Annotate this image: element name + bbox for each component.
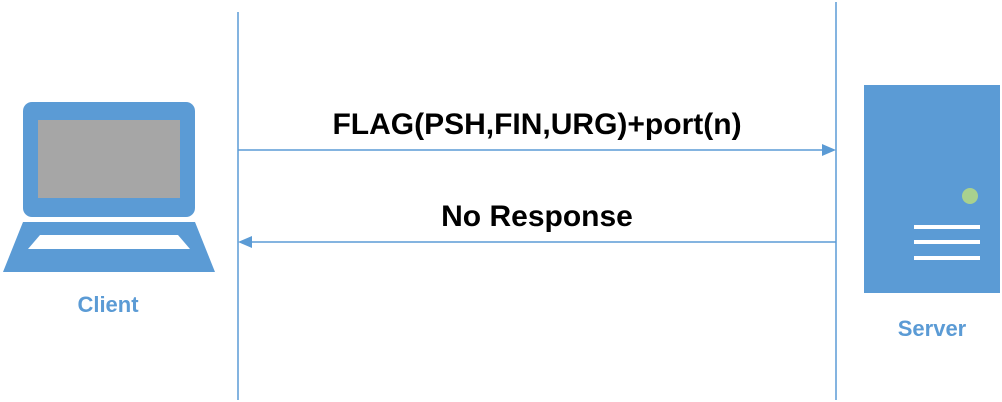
client-label: Client (77, 292, 139, 317)
laptop-icon (3, 102, 215, 272)
response-message-label: No Response (441, 200, 633, 233)
response-arrow (238, 236, 836, 248)
server-label: Server (897, 316, 967, 341)
request-arrow (238, 144, 836, 156)
request-message-label: FLAG(PSH,FIN,URG)+port(n) (332, 108, 742, 141)
server-icon (864, 85, 1000, 293)
status-led (962, 188, 978, 204)
